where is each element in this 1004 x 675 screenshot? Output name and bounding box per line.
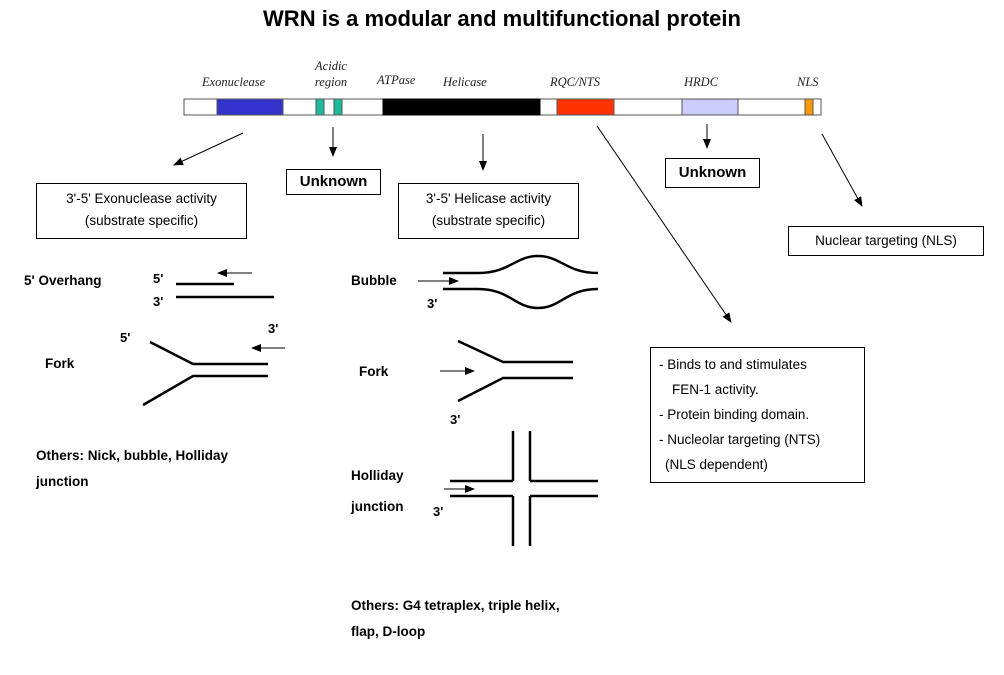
helicase-holliday-substrate [444,431,598,546]
holliday-line1: Holliday [351,468,404,483]
rqc-arrow [596,125,732,323]
exonuclease-label: Exonuclease [202,75,266,89]
holliday-label: Holliday junction [351,460,404,522]
helicase-fork-label: Fork [359,364,389,379]
helicase-fork-substrate [440,339,573,403]
helicase-label: Helicase [443,75,487,89]
exo-others-line2: junction [36,474,89,489]
rqc-function-3: - Protein binding domain. [659,407,810,422]
exo-activity-line1: 3'-5' Exonuclease activity [66,191,217,206]
helicase-fork-3prime: 3' [450,412,461,427]
exo-fork-5prime: 5' [120,330,131,345]
rqc-nts-label: RQC/NTS [550,75,601,89]
rqc-domain [556,98,615,116]
exo-others-text: Others: Nick, bubble, Holliday junction [36,443,228,495]
holliday-line2: junction [351,499,404,514]
holliday-3prime: 3' [433,504,444,519]
nls-domain [804,98,814,116]
helicase-bubble-substrate [418,254,599,310]
rqc-functions-box: - Binds to and stimulates FEN-1 activity… [650,347,865,483]
overhang-5prime: 5' [153,271,164,286]
acidic-domain-2 [333,98,343,116]
exo-fork-3prime: 3' [268,321,279,336]
acidic-domain-1 [315,98,325,116]
helicase-activity-line2: (substrate specific) [431,213,546,228]
hrdc-label: HRDC [684,75,719,89]
unknown-acidic-box: Unknown [286,169,381,195]
atpase-label: ATPase [377,73,416,87]
helicase-others-line2: flap, D-loop [351,624,426,639]
overhang-3prime: 3' [153,294,164,309]
nls-targeting-box: Nuclear targeting (NLS) [788,226,984,256]
protein-bar [183,98,822,116]
nls-label: NLS [797,75,819,89]
nls-arrow [821,133,863,207]
unknown-hrdc-box: Unknown [665,158,760,188]
acidic-label-line2: region [314,75,348,89]
exo-fork-substrate [142,340,285,407]
page-title: WRN is a modular and multifunctional pro… [263,6,741,31]
exonuclease-domain [216,98,284,116]
exo-activity-line2: (substrate specific) [84,213,199,228]
rqc-function-4: - Nucleolar targeting (NTS) [659,432,821,447]
helicase-activity-box: 3'-5' Helicase activity (substrate speci… [398,183,579,239]
rqc-function-5: (NLS dependent) [665,457,768,472]
exo-activity-box: 3'-5' Exonuclease activity (substrate sp… [36,183,247,239]
exo-arrow [173,132,244,166]
rqc-function-1: - Binds to and stimulates [659,357,807,372]
helicase-others-line1: Others: G4 tetraplex, triple helix, [351,598,560,613]
exo-others-line1: Others: Nick, bubble, Holliday [36,448,229,463]
acidic-region-label: Acidic region [306,58,356,90]
exo-fork-label: Fork [45,356,75,371]
rqc-function-2: FEN-1 activity. [672,382,759,397]
helicase-activity-line1: 3'-5' Helicase activity [425,191,552,206]
hrdc-domain [681,98,739,116]
helicase-others-text: Others: G4 tetraplex, triple helix, flap… [351,593,560,645]
overhang-label: 5' Overhang [24,273,102,288]
bubble-label: Bubble [351,273,397,288]
acidic-label-line1: Acidic [315,59,347,73]
helicase-domain [382,98,541,116]
exo-overhang-substrate [176,269,274,299]
bubble-3prime: 3' [427,296,438,311]
